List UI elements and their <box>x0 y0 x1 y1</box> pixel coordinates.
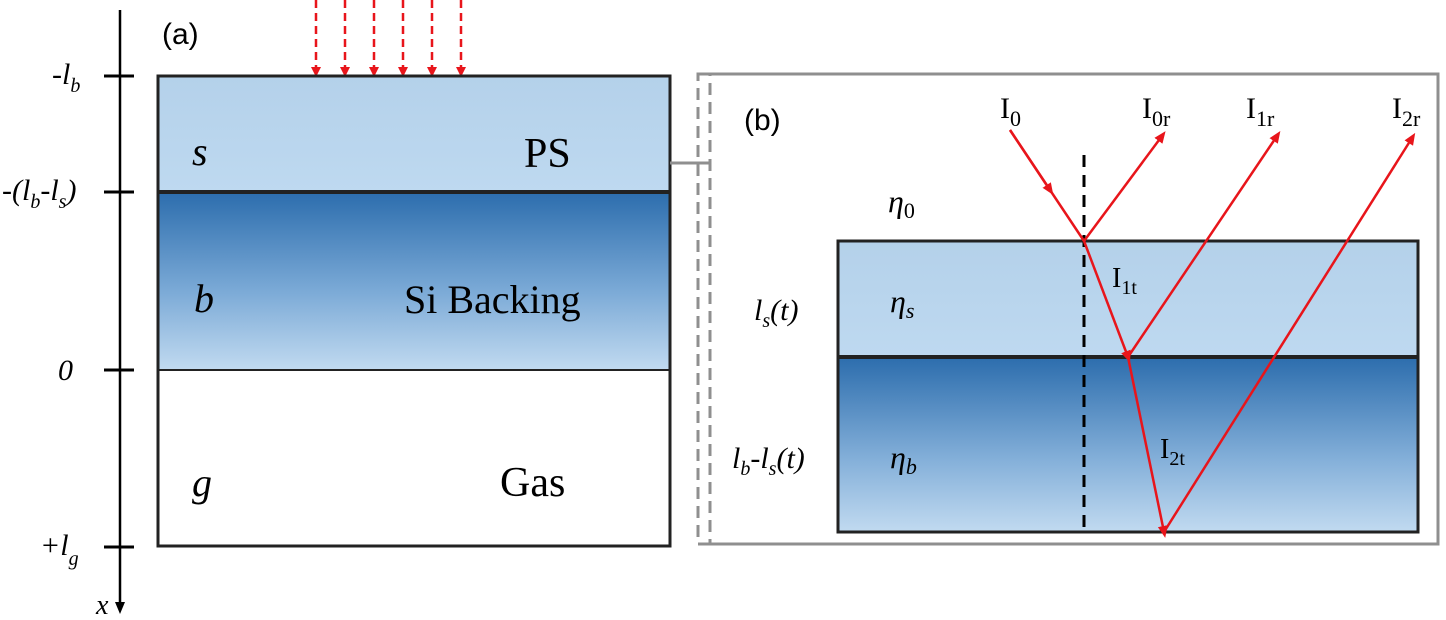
medium-etas: ηs <box>890 283 914 323</box>
tick-label-zero: 0 <box>58 354 73 387</box>
layer-si-backing <box>158 192 670 370</box>
layer-gas <box>158 370 670 546</box>
beam-label-I0: I0 <box>1000 92 1021 131</box>
incident-arrows <box>311 0 466 77</box>
beam-label-I1t: I1t <box>1112 263 1137 299</box>
layer-ps <box>158 76 670 192</box>
zoom-frame-inner <box>708 72 1440 546</box>
ray-transmit-I2t <box>1126 356 1168 538</box>
medium-eta0: η0 <box>888 183 915 223</box>
beam-label-I0r: I0r <box>1142 92 1171 131</box>
ray-transmit-I1t <box>1082 240 1131 363</box>
film-layer-b <box>838 357 1418 532</box>
ray-incident-arrow <box>1008 129 1054 195</box>
layer-name-si-backing: Si Backing <box>404 277 581 322</box>
tick-label-plus-lg: +lg <box>40 529 79 570</box>
layer-symbol-s: s <box>192 129 208 174</box>
panel-a-label: (a) <box>162 18 199 51</box>
ray-reflect-I0r <box>1082 131 1166 242</box>
medium-etab: ηb <box>890 439 917 479</box>
panel-b-label: (b) <box>744 104 781 137</box>
film-outline <box>836 239 1420 534</box>
beam-label-I2t: I2t <box>1160 434 1185 470</box>
layer-symbol-b: b <box>194 276 214 321</box>
ray-reflect-I2r <box>1162 132 1416 533</box>
tick-label-minus-lb: -lb <box>52 58 80 97</box>
tick-label-lb-ls: -(lb-ls) <box>2 174 76 213</box>
thickness-ls: ls(t) <box>754 294 798 332</box>
beam-label-I2r: I2r <box>1392 92 1421 131</box>
rays <box>1008 129 1416 538</box>
x-axis-label: x <box>95 590 109 620</box>
panel-b: (b) I0 I0r I1r I2r <box>696 72 1440 546</box>
beam-label-I1r: I1r <box>1246 92 1275 131</box>
stack-outline <box>156 74 672 548</box>
panel-a: -lb -(lb-ls) 0 +lg x (a) s PS b Si Backi… <box>2 0 672 620</box>
layer-symbol-g: g <box>192 460 212 505</box>
thickness-lb-ls: lb-ls(t) <box>732 442 805 480</box>
layer-name-ps: PS <box>524 131 571 177</box>
film-layer-s <box>838 241 1418 357</box>
layer-name-gas: Gas <box>500 460 565 506</box>
ray-reflect-I1r <box>1126 131 1281 358</box>
